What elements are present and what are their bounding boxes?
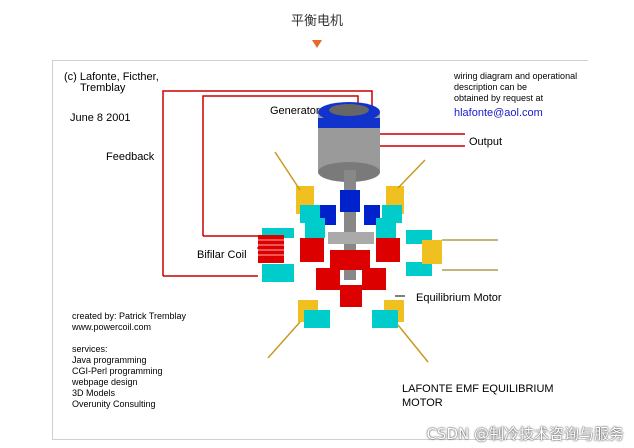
services-item: Java programming — [72, 355, 147, 365]
credits-line-2: Tremblay — [80, 82, 126, 94]
date-label: June 8 2001 — [70, 112, 131, 124]
generator-label: Generator — [270, 105, 320, 117]
credits-text: (c) Lafonte, Ficther, Tremblay — [64, 72, 159, 94]
services-item: CGI-Perl programming — [72, 366, 163, 376]
output-label: Output — [469, 136, 503, 148]
info-line-2: description can be — [454, 82, 528, 92]
outer-wire — [162, 90, 373, 276]
watermark: CSDN @制冷技术咨询与服务 — [426, 425, 624, 443]
equilibrium-motor-label: Equilibrium Motor — [416, 292, 502, 304]
bifilar-coil — [258, 235, 284, 263]
created-line-1: created by: Patrick Tremblay — [72, 311, 187, 321]
bifilar-coil-label: Bifilar Coil — [197, 249, 247, 261]
title-line-1: LAFONTE EMF EQUILIBRIUM — [402, 383, 554, 395]
info-line-3: obtained by request at — [454, 93, 544, 103]
credits-line-1: (c) Lafonte, Ficther, — [64, 71, 159, 83]
equilibrium-coil — [422, 239, 498, 271]
services-item: webpage design — [72, 377, 138, 387]
rods — [267, 151, 429, 363]
generator — [318, 102, 380, 182]
title-line-2: MOTOR — [402, 397, 443, 409]
created-text: created by: Patrick Tremblay www.powerco… — [72, 311, 186, 333]
feedback-label: Feedback — [106, 151, 155, 163]
email-link[interactable]: hlafonte@aol.com — [454, 107, 543, 119]
services-item: 3D Models — [72, 388, 116, 398]
info-line-1: wiring diagram and operational — [454, 71, 578, 81]
diagram-title: LAFONTE EMF EQUILIBRIUM MOTOR — [402, 382, 554, 410]
page-caption: 平衡电机 — [290, 14, 343, 29]
services-list: services: Java programming CGI-Perl prog… — [72, 344, 163, 410]
info-text: wiring diagram and operational descripti… — [454, 71, 577, 104]
caret-down-icon — [312, 40, 322, 48]
services-heading: services: — [72, 344, 108, 354]
created-line-2: www.powercoil.com — [72, 322, 152, 332]
rotor-assembly — [262, 186, 432, 328]
services-item: Overunity Consulting — [72, 399, 156, 409]
